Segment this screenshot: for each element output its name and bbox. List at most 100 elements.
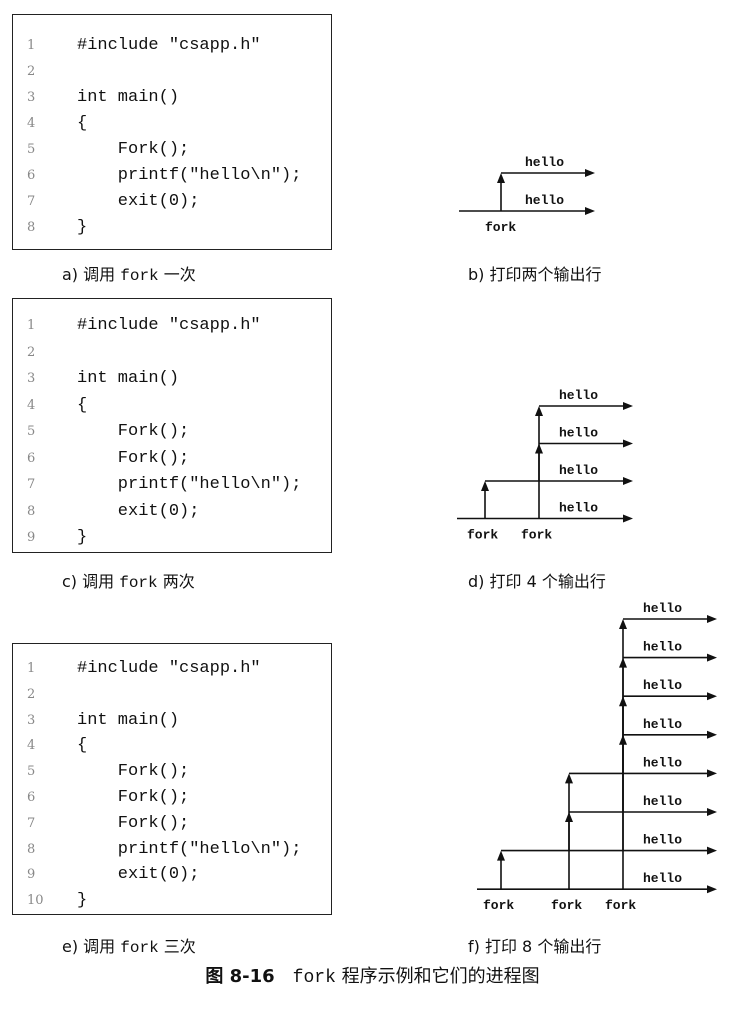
caption-e-mono: fork bbox=[120, 939, 159, 957]
arrowhead bbox=[481, 481, 489, 491]
line-number: 7 bbox=[27, 194, 36, 209]
line-number: 2 bbox=[27, 64, 36, 79]
caption-e-suffix: 三次 bbox=[158, 937, 196, 956]
hello-label: hello bbox=[559, 388, 598, 403]
hello-label: hello bbox=[643, 717, 682, 732]
arrowhead bbox=[707, 615, 717, 623]
figure-title: 图 8-16 fork 程序示例和它们的进程图 bbox=[0, 962, 745, 988]
code-text: Fork(); bbox=[77, 788, 190, 807]
process-graph-d: hello hello hello hello fork fork bbox=[457, 388, 633, 543]
line-number: 9 bbox=[27, 867, 36, 883]
code-text: exit(0); bbox=[77, 865, 200, 885]
arrowhead bbox=[707, 808, 717, 816]
caption-a-prefix: a) 调用 bbox=[62, 265, 121, 284]
arrowhead bbox=[585, 207, 595, 215]
line-number: 4 bbox=[27, 738, 36, 754]
hello-label: hello bbox=[643, 640, 682, 655]
line-number: 5 bbox=[27, 764, 36, 780]
arrowhead bbox=[707, 692, 717, 701]
arrowhead bbox=[535, 406, 543, 416]
hello-label: hello bbox=[643, 678, 682, 693]
line-number: 4 bbox=[27, 116, 36, 131]
arrowhead bbox=[707, 846, 717, 855]
line-number: 8 bbox=[27, 220, 36, 235]
code-text: } bbox=[77, 528, 88, 547]
fork-label: fork bbox=[483, 898, 514, 913]
figure-number: 图 8-16 bbox=[205, 966, 275, 987]
figure-title-text: 程序示例和它们的进程图 bbox=[335, 966, 540, 987]
figure-title-mono: fork bbox=[292, 968, 336, 988]
line-number: 8 bbox=[27, 503, 36, 519]
code-listing-a: 1 #include "csapp.h" 2 3 int main() 4 {5 Fork(… bbox=[12, 14, 332, 250]
code-text: printf("hello\n"); bbox=[77, 839, 302, 859]
line-number: 3 bbox=[27, 371, 36, 386]
code-text: { bbox=[77, 736, 88, 756]
hello-label: hello bbox=[643, 833, 682, 848]
caption-f: f) 打印 8 个输出行 bbox=[468, 937, 602, 956]
code-text: Fork(); bbox=[77, 422, 190, 441]
code-text: Fork(); bbox=[77, 448, 190, 468]
caption-a-mono: fork bbox=[120, 267, 159, 285]
line-number: 2 bbox=[27, 344, 36, 360]
arrowhead bbox=[707, 730, 717, 739]
arrowhead bbox=[707, 885, 717, 894]
arrowhead bbox=[497, 850, 505, 861]
caption-c-mono: fork bbox=[119, 574, 158, 592]
line-number: 9 bbox=[27, 530, 36, 545]
caption-c-suffix: 两次 bbox=[157, 572, 195, 591]
code-text: Fork(); bbox=[77, 140, 190, 159]
arrowhead bbox=[623, 514, 633, 523]
hello-label: hello bbox=[525, 193, 564, 208]
code-text: } bbox=[77, 891, 88, 911]
line-number: 2 bbox=[27, 686, 36, 702]
code-text: exit(0); bbox=[77, 501, 200, 521]
caption-a-suffix: 一次 bbox=[158, 265, 196, 284]
arrowhead bbox=[585, 169, 595, 177]
code-text: Fork(); bbox=[77, 762, 190, 782]
hello-label: hello bbox=[643, 755, 682, 770]
fork-label: fork bbox=[605, 898, 636, 913]
arrowhead bbox=[619, 619, 627, 629]
hello-label: hello bbox=[559, 463, 598, 478]
code-text: printf("hello\n"); bbox=[77, 475, 302, 494]
code-text: int main() bbox=[77, 88, 180, 107]
line-number: 4 bbox=[27, 397, 36, 413]
line-number: 10 bbox=[27, 893, 44, 909]
line-number: 5 bbox=[27, 142, 36, 157]
code-text: #include "csapp.h" bbox=[77, 316, 261, 335]
line-number: 8 bbox=[27, 841, 36, 857]
fork-label: fork bbox=[467, 528, 498, 543]
code-text: { bbox=[77, 114, 88, 133]
caption-a: a) 调用 fork 一次 bbox=[62, 261, 196, 285]
arrowhead bbox=[707, 653, 717, 662]
fork-label: fork bbox=[485, 220, 516, 235]
hello-label: hello bbox=[559, 426, 598, 441]
line-number: 1 bbox=[27, 661, 36, 676]
fork-label: fork bbox=[551, 898, 582, 913]
hello-label: hello bbox=[643, 871, 682, 886]
line-number: 5 bbox=[27, 424, 36, 439]
line-number: 3 bbox=[27, 90, 36, 105]
line-number: 1 bbox=[27, 38, 36, 53]
code-text: #include "csapp.h" bbox=[77, 36, 261, 55]
code-text: exit(0); bbox=[77, 192, 200, 211]
line-number: 1 bbox=[27, 318, 36, 333]
code-text: { bbox=[77, 395, 88, 415]
line-number: 6 bbox=[27, 790, 36, 805]
fork-label: fork bbox=[521, 528, 552, 543]
arrowhead bbox=[707, 769, 717, 778]
caption-c: c) 调用 fork 两次 bbox=[62, 568, 195, 592]
arrowhead bbox=[623, 402, 633, 410]
arrowhead bbox=[565, 773, 573, 784]
arrowhead bbox=[623, 439, 633, 448]
code-text: } bbox=[77, 218, 88, 237]
hello-label: hello bbox=[559, 501, 598, 516]
caption-e: e) 调用 fork 三次 bbox=[62, 933, 196, 957]
code-text: Fork(); bbox=[77, 813, 190, 833]
code-text: #include "csapp.h" bbox=[77, 659, 261, 678]
code-listing-c: 1 #include "csapp.h" 2 3 int main() 4 {5 Fork(… bbox=[12, 298, 332, 553]
line-number: 3 bbox=[27, 712, 36, 728]
code-text: int main() bbox=[77, 369, 180, 388]
